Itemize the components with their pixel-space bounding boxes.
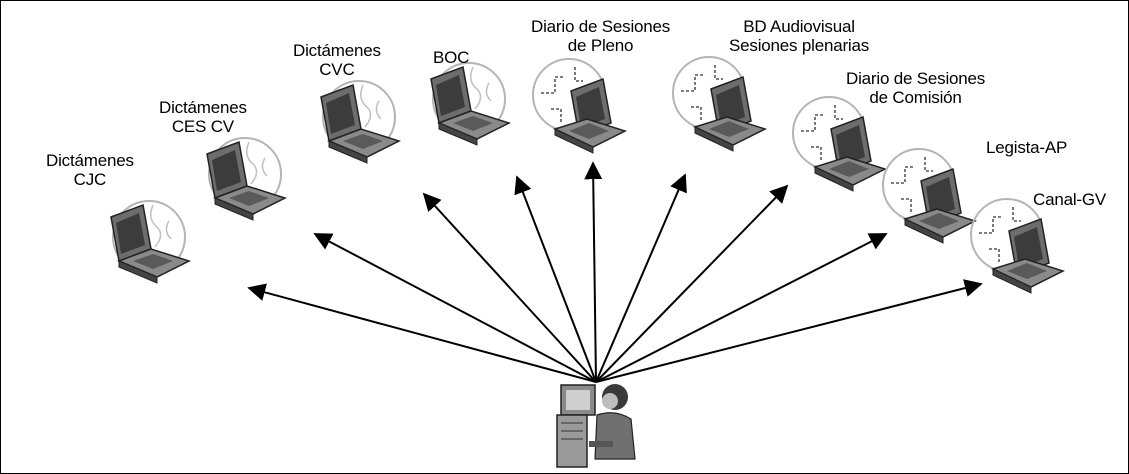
label-dictamenes-cvc: Dictámenes CVC [293, 41, 381, 79]
arrow-dscomision [595, 184, 789, 383]
arrow-dspleno [584, 161, 603, 383]
arrow-cescv [313, 233, 597, 383]
label-line: Legista-AP [986, 138, 1068, 157]
label-line: Dictámenes [46, 151, 134, 170]
label-line: CES CV [171, 117, 234, 136]
laptop-globe-icon [430, 62, 510, 146]
arrow-canalgv [595, 279, 983, 383]
label-line: Canal-GV [1033, 190, 1107, 209]
label-line: CJC [73, 170, 107, 189]
laptop-globe-icon [532, 58, 626, 154]
laptop-globe-icon [206, 137, 286, 221]
label-line: CVC [319, 60, 355, 79]
arrow-bdav [595, 173, 687, 383]
label-line: Diario de Sesiones [531, 17, 671, 36]
label-diario-sesiones-pleno: Diario de Sesiones de Pleno [531, 17, 670, 55]
label-line: de Comisión [869, 88, 962, 107]
label-line: Diario de Sesiones [846, 69, 986, 88]
arrow-boc [514, 175, 597, 383]
label-line: BOC [433, 48, 470, 67]
label-dictamenes-cjc: Dictámenes CJC [46, 151, 134, 189]
label-line: Dictámenes [159, 98, 247, 117]
label-legista-ap: Legista-AP [986, 138, 1067, 157]
user-at-computer-icon [556, 384, 636, 468]
laptop-globe-icon [792, 96, 886, 192]
label-line: de Pleno [567, 36, 634, 55]
laptop-globe-icon [882, 148, 976, 244]
laptop-globe-icon [110, 200, 190, 284]
label-line: Sesiones plenarias [729, 36, 870, 55]
label-diario-sesiones-comision: Diario de Sesiones de Comisión [846, 69, 985, 107]
laptop-globe-icon [970, 198, 1064, 294]
label-bd-audiovisual: BD Audiovisual Sesiones plenarias [729, 17, 869, 55]
label-canal-gv: Canal-GV [1033, 190, 1106, 209]
arrow-cjc [247, 283, 597, 383]
label-dictamenes-cescv: Dictámenes CES CV [159, 98, 247, 136]
laptop-globe-icon [672, 56, 766, 152]
label-boc: BOC [433, 48, 469, 67]
laptop-globe-icon [320, 80, 400, 164]
label-line: BD Audiovisual [743, 17, 855, 36]
connection-arrows [247, 161, 983, 383]
label-line: Dictámenes [293, 41, 381, 60]
arrow-legista [595, 233, 888, 383]
arrow-cvc [422, 192, 597, 383]
